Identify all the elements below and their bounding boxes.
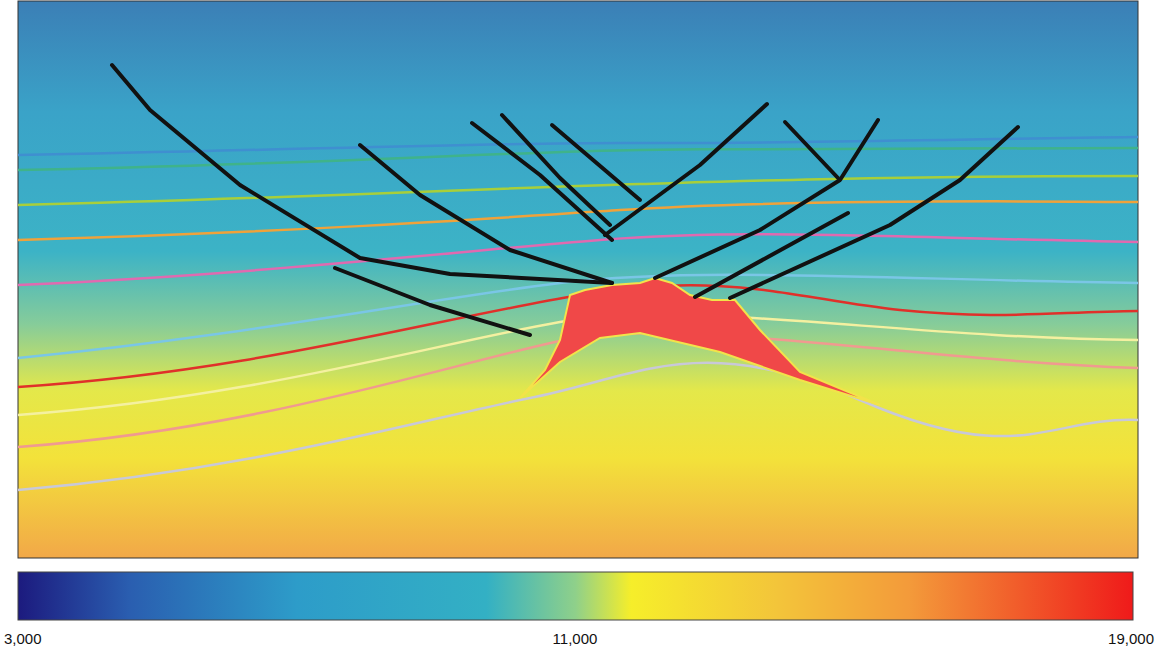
horizons — [18, 137, 1138, 490]
faults — [112, 65, 1018, 335]
scale-value: 11,000 — [553, 630, 598, 647]
scale-value: 3,000 — [4, 630, 42, 647]
salt-body — [520, 278, 880, 405]
color-scale-bar — [18, 572, 1133, 620]
section-ground — [18, 1, 1138, 558]
scale-value: 19,000 — [1108, 630, 1154, 647]
